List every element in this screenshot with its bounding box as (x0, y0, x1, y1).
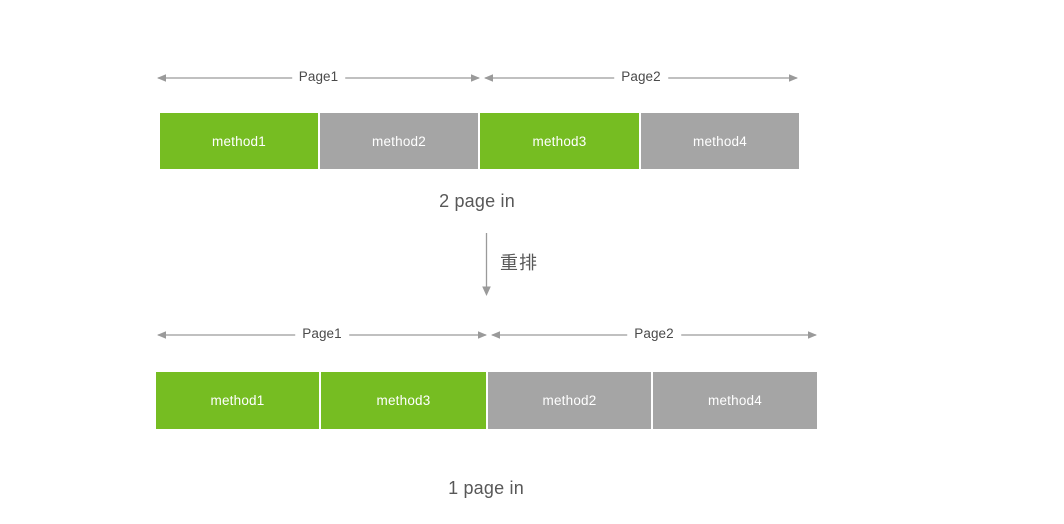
method-strip-before: method1 method2 method3 method4 (160, 113, 799, 169)
method-block-method3: method3 (480, 113, 639, 169)
page-span-ruler-before-page1: Page1 (157, 67, 480, 88)
page-span-label: Page2 (627, 324, 681, 344)
method-block-label: method3 (376, 393, 431, 408)
method-block-label: method3 (532, 133, 587, 149)
method-block-label: method2 (542, 393, 597, 408)
page-span-ruler-after-page2: Page2 (491, 324, 817, 345)
method-block-label: method1 (210, 393, 265, 408)
method-block-method3: method3 (321, 372, 486, 429)
method-block-label: method2 (372, 133, 426, 149)
transition-arrow-group: 重排 (481, 233, 601, 297)
method-block-method4: method4 (653, 372, 817, 429)
down-arrow-icon (482, 233, 491, 296)
page-span-label: Page2 (614, 67, 668, 87)
caption-after: 1 page in (448, 478, 524, 498)
page-span-label: Page1 (291, 67, 346, 87)
page-span-ruler-before-page2: Page2 (484, 67, 798, 88)
page-span-label: Page1 (295, 324, 349, 344)
method-block-label: method4 (693, 133, 747, 149)
method-block-label: method4 (708, 393, 762, 408)
method-block-method1: method1 (156, 372, 319, 429)
page-span-ruler-after-page1: Page1 (157, 324, 487, 345)
method-block-method2: method2 (488, 372, 651, 429)
method-strip-after: method1 method3 method2 method4 (156, 372, 817, 429)
method-block-method4: method4 (641, 113, 799, 169)
method-block-method2: method2 (320, 113, 478, 169)
method-block-label: method1 (212, 133, 266, 149)
caption-before: 2 page in (439, 191, 515, 211)
transition-label: 重排 (500, 253, 538, 273)
method-block-method1: method1 (160, 113, 318, 169)
